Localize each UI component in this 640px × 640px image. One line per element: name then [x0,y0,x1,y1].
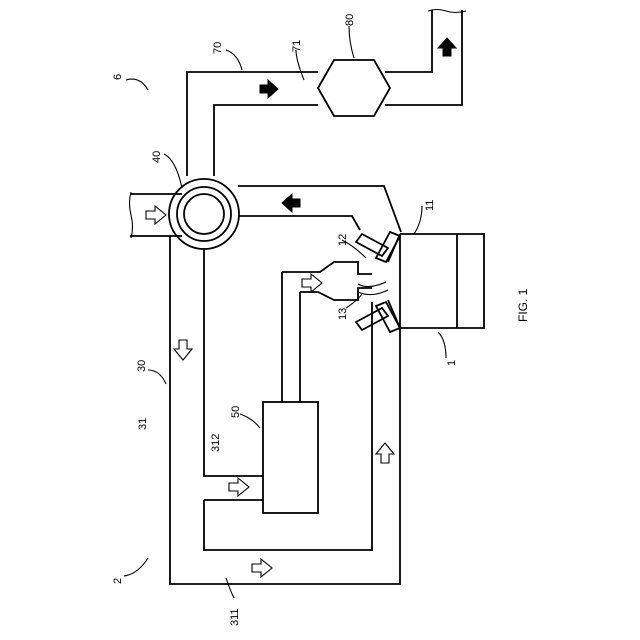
ref-31: 31 [137,418,149,430]
leader-71 [296,50,304,80]
ref-312: 312 [210,434,222,452]
inner-passage [204,249,372,550]
ref-11: 11 [424,200,436,211]
ref-71: 71 [291,40,303,52]
leader-30 [148,370,166,384]
leader-6 [126,79,148,90]
exhaust-duct-upper [187,72,318,176]
figure-caption: FIG. 1 [516,288,530,322]
leader-13 [346,294,362,308]
leader-70 [226,50,242,70]
ref-2: 2 [112,578,124,584]
leader-50 [240,414,260,428]
ref-80: 80 [344,14,356,26]
ref-13: 13 [337,308,349,320]
ref-70: 70 [212,42,224,54]
ref-1: 1 [446,360,458,366]
arrow-up-hollow-icon [376,443,394,463]
leader-311 [226,578,234,598]
exhaust-stack [385,10,466,106]
ref-6: 6 [112,74,124,80]
arrow-right-hollow-icon [146,206,166,224]
exhaust-valve [356,232,400,262]
leader-40 [164,154,182,188]
leader-11 [414,206,422,234]
intake-port [282,262,388,300]
arrow-up-solid-icon [438,38,456,56]
arrow-right-hollow-icon [302,274,322,292]
arrow-right-hollow-icon [252,559,272,577]
arrow-right-hollow-icon [229,478,249,496]
ref-30: 30 [136,360,148,372]
ref-311: 311 [229,608,241,626]
leader-1 [438,332,446,358]
ref-40: 40 [151,151,163,163]
ref-12: 12 [337,234,349,246]
inner-intake-loop [282,272,300,402]
arrow-down-hollow-icon [174,340,192,360]
catalytic-converter [318,60,390,116]
turbocharger [169,179,239,249]
arrow-right-solid-icon [260,80,278,98]
exhaust-manifold [238,186,401,232]
intake-valve [356,302,400,332]
leader-2 [124,558,148,576]
heat-exchanger [263,402,318,513]
leader-80 [349,26,354,58]
arrow-left-solid-icon [282,194,300,212]
ref-50: 50 [230,406,242,418]
cylinder-block [388,234,484,328]
